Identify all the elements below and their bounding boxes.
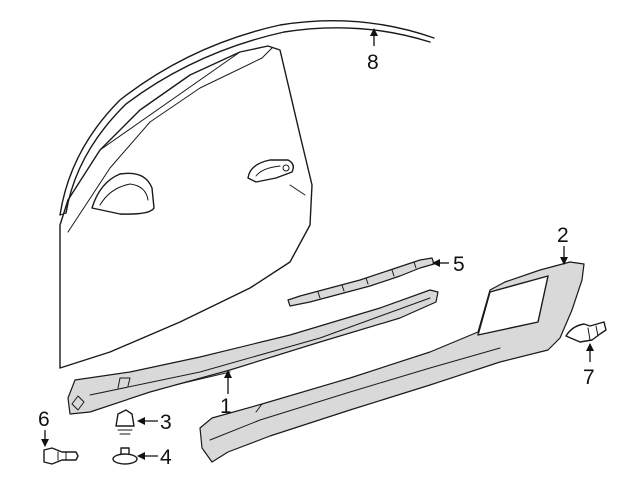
clip-3 [115, 409, 135, 435]
callout-labels: 8 2 5 1 3 4 6 7 [38, 51, 595, 469]
roof-molding [59, 19, 435, 216]
callout-2: 2 [557, 224, 569, 247]
rocker-molding-right [199, 261, 585, 463]
callout-7: 7 [583, 366, 595, 389]
leader-lines [41, 28, 594, 460]
callout-8: 8 [367, 51, 379, 74]
door-panel [59, 45, 313, 369]
push-pin-4 [112, 447, 138, 465]
callout-3: 3 [160, 411, 172, 434]
callout-1: 1 [220, 395, 232, 418]
callout-5: 5 [453, 253, 465, 276]
callout-6: 6 [38, 408, 50, 431]
callout-4: 4 [160, 446, 172, 469]
side-mirror [91, 172, 155, 215]
door-handle [247, 159, 295, 183]
clip-7 [565, 321, 607, 343]
rocker-molding-left [67, 289, 439, 415]
clip-6 [43, 447, 79, 465]
